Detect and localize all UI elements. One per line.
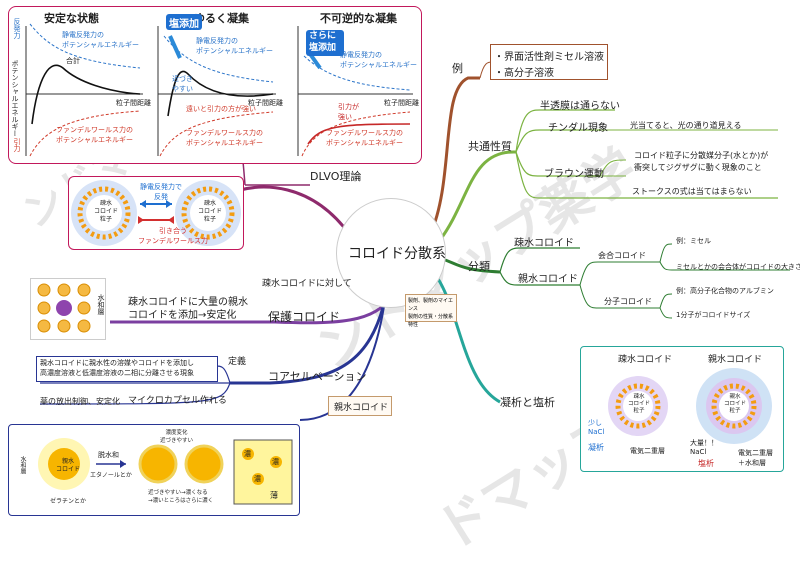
coacervation-thin: 薄: [270, 491, 278, 500]
potential-graphs: [25, 23, 413, 157]
coacervation-micro: マイクロカプセル作れる: [128, 396, 227, 406]
dlvo-particle-left: 疎水 コロイド 粒子: [94, 200, 119, 223]
graph-attract-label: ファンデルワールス力の ポテンシャルエネルギー: [56, 126, 133, 144]
coacervation-def-text: 親水コロイドに親水性の溶媒やコロイドを添加し 高濃度溶液と低濃度溶液の二相に分離…: [40, 359, 194, 377]
coag-particle-hydrophilic: 親水 コロイド 粒子: [724, 394, 747, 414]
coacervation-dense-2: 濃: [272, 458, 279, 466]
dlvo-particle-right: 疎水 コロイド 粒子: [198, 200, 223, 223]
graph2-attract-far-label: 遠いと引力の方が強い: [186, 105, 256, 113]
protect-desc: 疎水コロイドに大量の親水 コロイドを添加→安定化: [128, 297, 248, 321]
coacervation-sub-box: [328, 396, 392, 416]
coacervation-diagram: [38, 438, 293, 505]
coag-particle-hydrophobic: 疎水 コロイド 粒子: [628, 394, 651, 414]
common-stokes: ストークスの式は当てはまらない: [632, 187, 752, 196]
common-tyndall-desc: 光当てると、光の通り道見える: [630, 121, 742, 130]
graph-title-irreversible: 不可逆的な凝集: [320, 12, 397, 25]
coacervation-hydration: 水和層: [19, 456, 26, 474]
graph-total-label: 合計: [66, 57, 80, 65]
dlvo-repel-label: 静電反発力で 反発: [140, 183, 182, 201]
common-tyndall: チンダル現象: [548, 123, 608, 134]
common-brown-desc: コロイド粒子に分散媒分子(水とか)が 衝突してジグザグに動く現象のこと: [634, 151, 769, 172]
class-title: 分類: [468, 260, 490, 273]
common-semi: 半透膜は通らない: [540, 101, 620, 112]
class-assoc-desc: ミセルとかの会合体がコロイドの大きさ: [676, 263, 800, 271]
coacervation-def-label: 定義: [228, 357, 247, 367]
coag-edl-hydration: 電気二重層 ＋水和層: [738, 449, 773, 467]
graph-title-stable: 安定な状態: [44, 12, 99, 25]
class-molecular: 分子コロイド: [604, 297, 652, 306]
coag-salting: 塩析: [698, 459, 714, 468]
center-node[interactable]: [336, 198, 446, 308]
graph-title-loose: ゆるく凝集: [194, 12, 249, 25]
graph-panel: [8, 6, 422, 164]
dlvo-title: DLVO理論: [310, 170, 362, 183]
coag-edl: 電気二重層: [630, 447, 665, 455]
coag-coagulation: 凝析: [588, 443, 604, 452]
graph3-attract-label: ファンデルワールス力の ポテンシャルエネルギー: [326, 129, 403, 147]
coacervation-dense-1: 濃: [244, 450, 251, 458]
common-title: 共通性質: [468, 140, 512, 153]
coacervation-release: 薬の放出制御、安定化: [40, 397, 120, 406]
class-hydrophobic: 疎水コロイド: [514, 238, 574, 249]
coacervation-near1: 濃度変化 近づきやすい: [160, 430, 194, 444]
graph3-repel-label: 静電反発力の ポテンシャルエネルギー: [340, 51, 417, 69]
graph-down-label: 引力: [13, 138, 21, 152]
coag-title: 凝析と塩析: [500, 396, 555, 409]
center-label: コロイド分散系: [348, 246, 446, 262]
protect-note: 疎水コロイドに対して: [262, 279, 352, 289]
center-caption-box: 製剤、製剤のマイエンス 製剤の性質・分散系特性: [405, 294, 457, 328]
class-molecular-ex: 例：高分子化合物のアルブミン: [676, 287, 774, 295]
graph3-xaxis-label: 粒子間距離: [384, 99, 419, 107]
protect-title: 保護コロイド: [268, 310, 341, 324]
protect-particles: [37, 283, 91, 333]
coacervation-solvent: エタノールとか: [90, 472, 132, 479]
class-molecular-desc: 1分子がコロイドサイズ: [676, 311, 751, 319]
salt-add-badge: [166, 14, 202, 30]
coacervation-dehydrate: 脱水和: [98, 451, 119, 459]
graph2-approach-label: 近づき やすい: [172, 75, 193, 93]
graph-repel-label: 静電反発力の ポテンシャルエネルギー: [62, 31, 139, 49]
graph2-attract-label: ファンデルワールス力の ポテンシャルエネルギー: [186, 129, 263, 147]
coacervation-dense-3: 濃: [254, 475, 261, 483]
coacervation-gelatin: ゼラチンとか: [50, 498, 87, 505]
more-salt-badge: [306, 30, 344, 56]
graph-up-label: 反発力: [13, 18, 21, 39]
coag-little-nacl: 少し NaCl: [588, 419, 605, 436]
graph-yaxis-label: ポテンシャルエネルギー: [11, 60, 19, 137]
dlvo-attract-label: 引き合う ファンデルワールス力: [138, 227, 208, 245]
salt-add-label: 塩添加: [169, 19, 199, 30]
coag-hydrophilic-label: 親水コロイド: [708, 355, 763, 365]
coag-much-nacl: 大量！！ NaCl: [690, 439, 718, 456]
coacervation-core: 親水 コロイド: [56, 458, 81, 473]
class-assoc-ex: 例：ミセル: [676, 237, 711, 245]
coacervation-def-box: [36, 356, 218, 382]
coag-hydrophobic-label: 疎水コロイド: [618, 355, 673, 365]
graph-xaxis-label: 粒子間距離: [116, 99, 151, 107]
coacervation-title: コアセルベーション: [268, 370, 367, 383]
more-salt-label: さらに 塩添加: [309, 31, 337, 53]
common-brown: ブラウン運動: [544, 169, 604, 180]
graph2-xaxis-label: 粒子間距離: [248, 99, 283, 107]
center-caption-line-2: 製剤の性質・分散系特性: [408, 314, 454, 328]
class-assoc: 会合コロイド: [598, 251, 646, 260]
coacervation-near2: 近づきやすい→濃くなる →濃いところはさらに濃く: [148, 490, 214, 504]
example-box: [490, 44, 608, 80]
center-caption-line-1: 製剤、製剤のマイエンス: [408, 298, 453, 312]
coacervation-sub: 親水コロイド: [334, 403, 389, 413]
dlvo-particles: [71, 180, 241, 246]
example-item-2: ・高分子溶液: [494, 68, 554, 79]
example-item-1: ・界面活性剤ミセル溶液: [494, 52, 604, 63]
coag-particles: [608, 368, 772, 444]
graph3-strong-label: 引力が 強い: [338, 103, 359, 121]
example-title: 例: [452, 62, 463, 75]
graph2-repel-label: 静電反発力の ポテンシャルエネルギー: [196, 37, 273, 55]
class-hydrophilic: 親水コロイド: [518, 274, 578, 285]
protect-side-label: 水和層: [97, 294, 105, 315]
